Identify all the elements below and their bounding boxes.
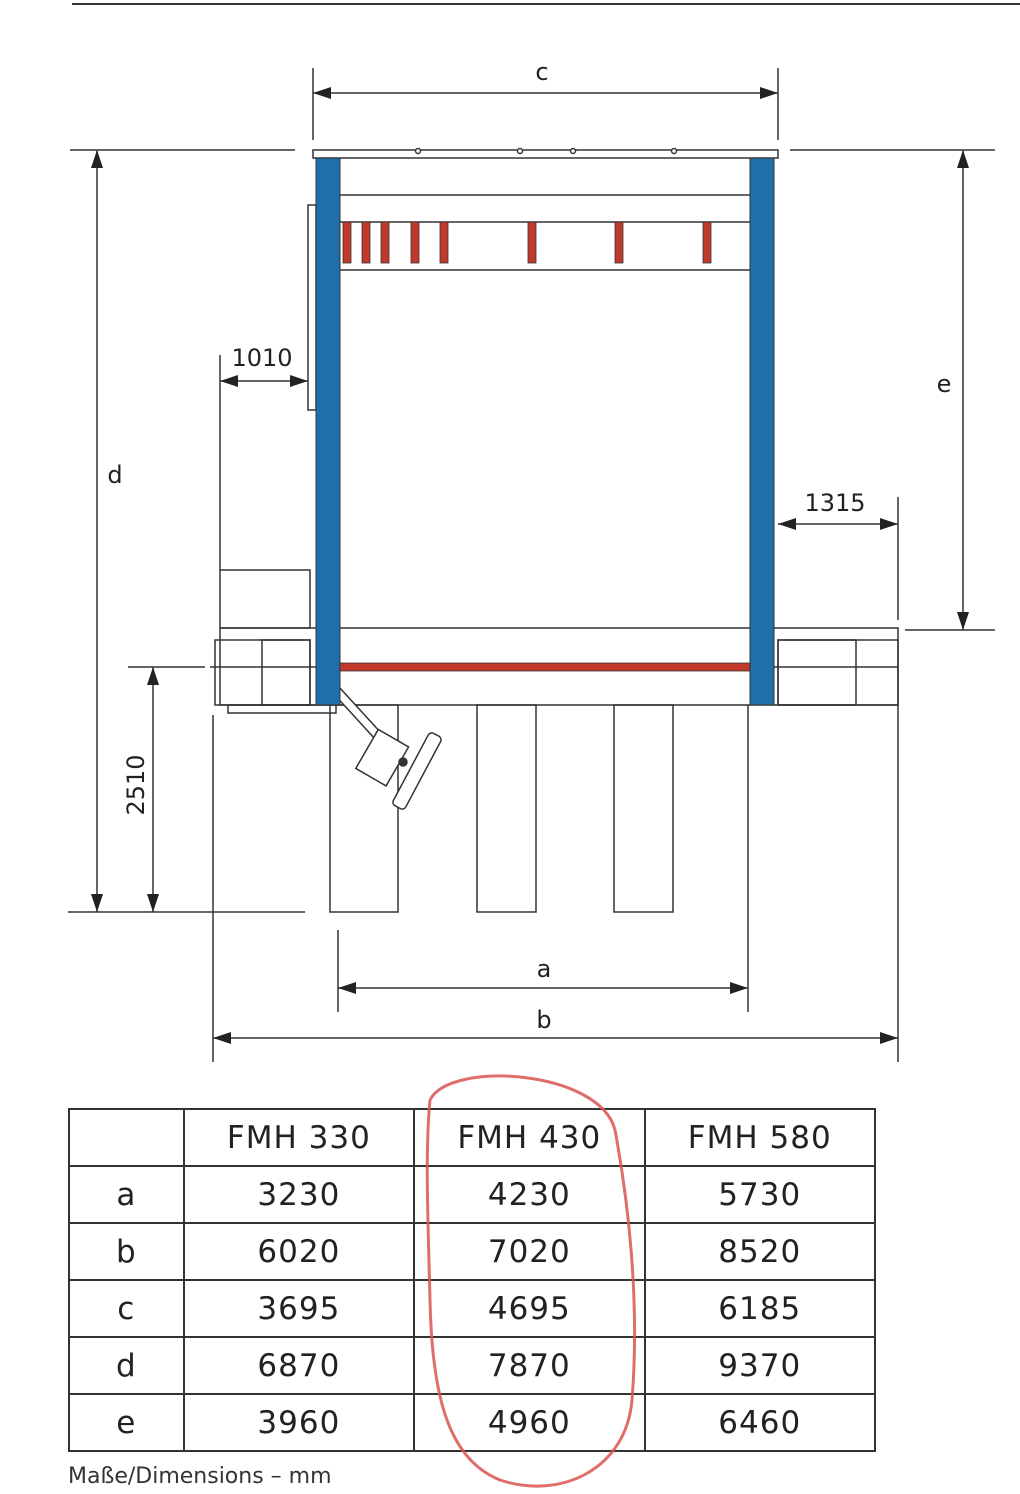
dim-label-2510: 2510 (122, 754, 150, 815)
dim-label-d: d (107, 461, 122, 489)
dimensions-caption: Maße/Dimensions – mm (68, 1464, 332, 1489)
dim-label-a: a (537, 955, 552, 983)
dim-label-1010: 1010 (231, 344, 292, 372)
row-label: a (68, 1165, 185, 1224)
dim-label-1315: 1315 (804, 489, 865, 517)
dim-label-c: c (535, 58, 548, 86)
row-label: d (68, 1336, 185, 1395)
table-cell: 7870 (413, 1336, 646, 1395)
dim-label-b: b (536, 1006, 551, 1034)
header-cell: FMH 430 (413, 1108, 646, 1167)
table-cell: 6185 (643, 1279, 877, 1338)
table-cell: 9370 (643, 1336, 877, 1395)
red-bars (339, 221, 751, 672)
table-cell: 4695 (413, 1279, 646, 1338)
header-cell (68, 1108, 185, 1167)
table-cell: 5730 (643, 1165, 877, 1224)
dim-label-e: e (937, 370, 952, 398)
table-cell: 4230 (413, 1165, 646, 1224)
machine-frame (210, 147, 899, 913)
table-cell: 3230 (182, 1165, 416, 1224)
row-label: b (68, 1222, 185, 1281)
table-cell: 3960 (182, 1393, 416, 1452)
table-cell: 6460 (643, 1393, 877, 1452)
table-cell: 7020 (413, 1222, 646, 1281)
table-cell: 8520 (643, 1222, 877, 1281)
row-label: c (68, 1279, 185, 1338)
technical-drawing: c d e a b 1010 1315 2510 (68, 3, 1020, 1062)
row-label: e (68, 1393, 185, 1452)
table-cell: 3695 (182, 1279, 416, 1338)
header-cell: FMH 330 (182, 1108, 416, 1167)
table-cell: 6020 (182, 1222, 416, 1281)
table-cell: 4960 (413, 1393, 646, 1452)
table-cell: 6870 (182, 1336, 416, 1395)
blue-posts (315, 157, 775, 706)
table-header-row: FMH 330 FMH 430 FMH 580 (68, 1108, 877, 1167)
header-cell: FMH 580 (643, 1108, 877, 1167)
